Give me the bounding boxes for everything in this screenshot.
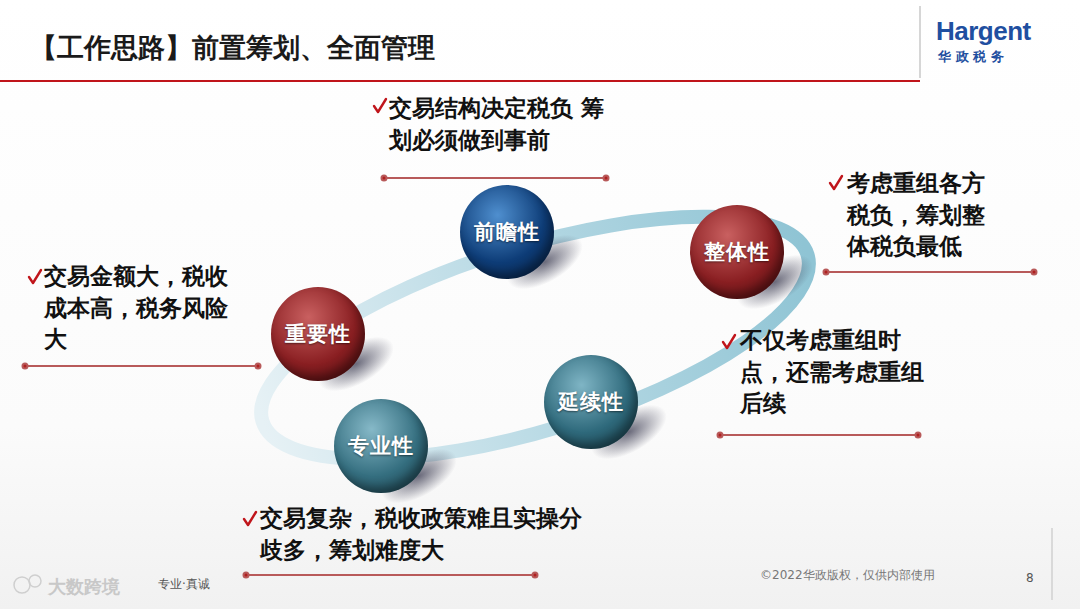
sphere-label: 延续性: [558, 388, 624, 416]
check-marks: [29, 99, 842, 525]
sphere-node: 专业性: [334, 399, 428, 493]
sphere-label: 前瞻性: [474, 218, 540, 246]
page-number: 8: [1026, 571, 1034, 585]
logo-wordmark: Hargent: [936, 16, 1031, 47]
slide-title: 【工作思路】前置筹划、全面管理: [30, 30, 435, 66]
callout-text: 交易结构决定税负 筹划必须做到事前: [389, 93, 609, 156]
sphere-label: 整体性: [704, 238, 770, 266]
sphere-node: 整体性: [690, 205, 784, 299]
sphere-node: 重要性: [271, 287, 365, 381]
sphere-node: 延续性: [544, 355, 638, 449]
watermark-icon: [14, 575, 41, 593]
sphere-label: 重要性: [285, 320, 351, 348]
callout-text: 不仅考虑重组时点，还需考虑重组后续: [740, 325, 930, 420]
watermark: 大数跨境: [48, 575, 120, 599]
callout-text: 交易复杂，税收政策难且实操分歧多，筹划难度大: [260, 503, 590, 566]
header-rule: [0, 80, 920, 82]
callout-text: 考虑重组各方税负，筹划整体税负最低: [847, 168, 997, 263]
callout-text: 交易金额大，税收成本高，税务风险大: [44, 261, 234, 356]
footer-copyright: ©2022华政版权，仅供内部使用: [760, 567, 935, 584]
logo-subtitle: 华 政 税 务: [938, 48, 1004, 66]
header-divider: [919, 6, 921, 78]
sphere-label: 专业性: [348, 432, 414, 460]
footer-slogan: 专业·真诚: [158, 576, 210, 593]
sphere-node: 前瞻性: [460, 185, 554, 279]
footer-divider: [1051, 528, 1053, 600]
